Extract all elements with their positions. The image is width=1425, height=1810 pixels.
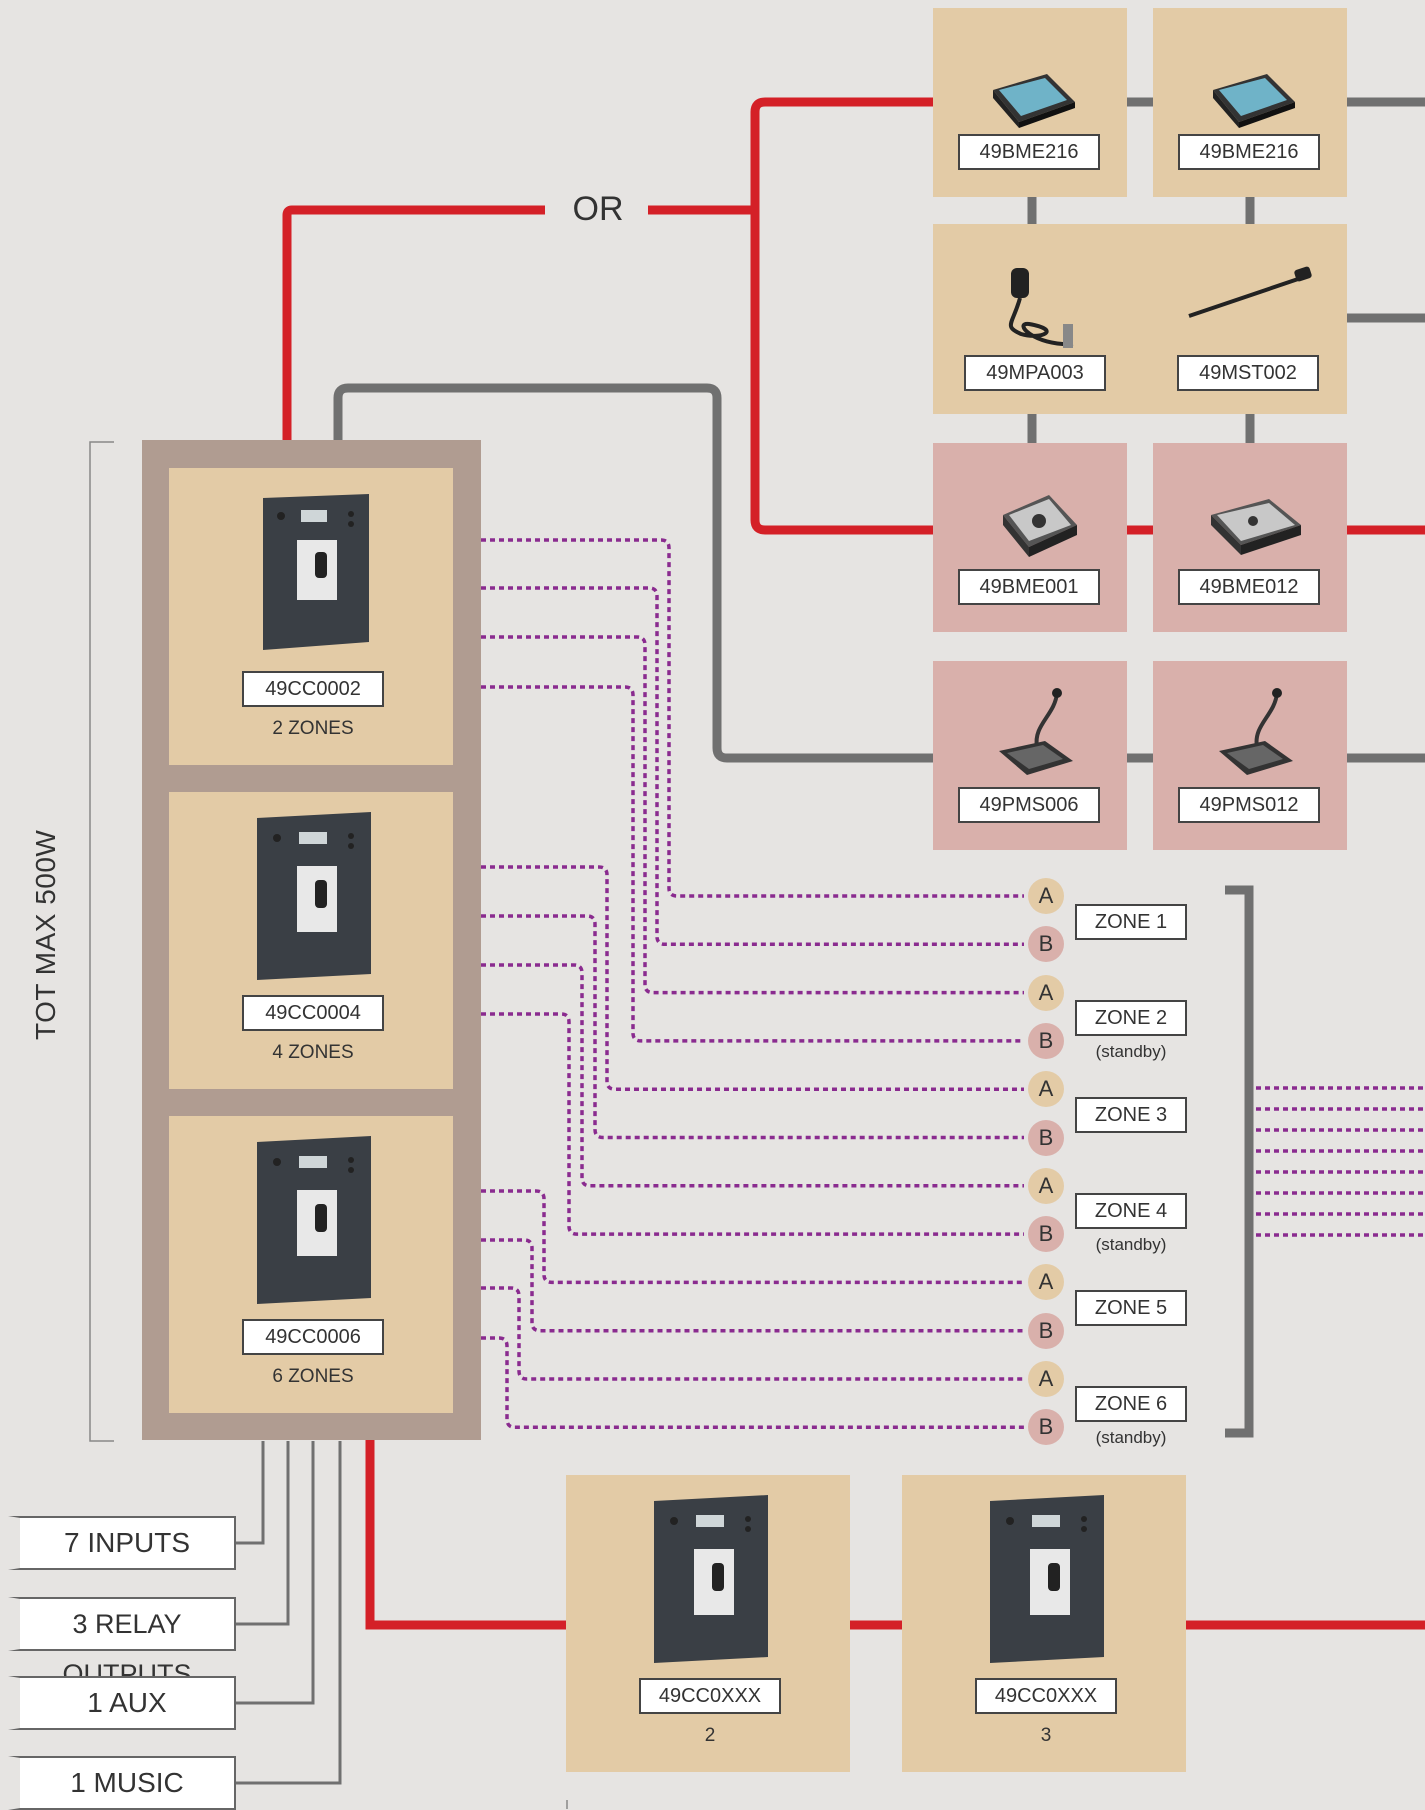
node-a: A xyxy=(1028,878,1064,914)
io-aux: 1 AUX xyxy=(8,1676,236,1730)
zone-wire xyxy=(481,1338,1024,1427)
zone-wire xyxy=(481,1288,1024,1379)
rack-code: 49CC0004 xyxy=(242,995,384,1031)
extension-unit-2: 49CC0XXX 2 xyxy=(566,1475,850,1772)
io-music: 1 MUSIC xyxy=(8,1756,236,1810)
console-code: 49BME216 xyxy=(958,134,1100,170)
zone-label: ZONE 3 xyxy=(1075,1097,1187,1133)
node-a: A xyxy=(1028,1168,1064,1204)
zone-wire xyxy=(481,1240,1024,1331)
or-label: OR xyxy=(548,190,648,229)
console-code: 49BME001 xyxy=(958,569,1100,605)
zone-label: ZONE 5 xyxy=(1075,1290,1187,1326)
rack-zones: 6 ZONES xyxy=(242,1366,384,1388)
amplifier-cabinet-icon xyxy=(251,810,381,980)
io-inputs: 7 INPUTS xyxy=(8,1516,236,1570)
extension-code: 49CC0XXX xyxy=(639,1678,781,1714)
console-panel-49bme216-b: 49BME216 xyxy=(1153,8,1347,197)
rack-unit-49cc0002: 49CC0002 2 ZONES xyxy=(169,468,453,765)
node-b: B xyxy=(1028,1313,1064,1349)
rack-power-label: TOT MAX 500W xyxy=(30,830,62,1040)
rack-code: 49CC0006 xyxy=(242,1319,384,1355)
console-panel-49bme216-a: 49BME216 xyxy=(933,8,1127,197)
extension-code: 49CC0XXX xyxy=(975,1678,1117,1714)
zone-note: (standby) xyxy=(1075,1428,1187,1448)
amplifier-cabinet-icon xyxy=(984,1493,1114,1663)
paging-code: 49PMS006 xyxy=(958,787,1100,823)
rack-code: 49CC0002 xyxy=(242,671,384,707)
extension-index: 3 xyxy=(975,1725,1117,1747)
rack-unit-49cc0006: 49CC0006 6 ZONES xyxy=(169,1116,453,1413)
node-a: A xyxy=(1028,1361,1064,1397)
zone-wire xyxy=(481,1014,1024,1234)
console-code: 49BME012 xyxy=(1178,569,1320,605)
microphone-panel: 49MPA003 49MST002 xyxy=(933,224,1347,414)
paging-panel-49pms012: 49PMS012 xyxy=(1153,661,1347,850)
rack-zones: 2 ZONES xyxy=(242,718,384,740)
console-code: 49BME216 xyxy=(1178,134,1320,170)
touch-console-icon xyxy=(1205,68,1301,128)
zone-label: ZONE 6 xyxy=(1075,1386,1187,1422)
zone-note: (standby) xyxy=(1075,1235,1187,1255)
zone-wire xyxy=(481,1191,1024,1282)
touch-console-icon xyxy=(985,68,1081,128)
amplifier-cabinet-icon xyxy=(257,492,377,652)
extension-unit-3: 49CC0XXX 3 xyxy=(902,1475,1186,1772)
gooseneck-microphone-icon xyxy=(1183,264,1313,324)
paging-microphone-icon xyxy=(993,685,1083,785)
paging-panel-49pms006: 49PMS006 xyxy=(933,661,1127,850)
desk-console-icon xyxy=(1205,493,1305,563)
io-relay-outputs: 3 RELAY OUTPUTS xyxy=(8,1597,236,1651)
console-panel-49bme012: 49BME012 xyxy=(1153,443,1347,632)
mic-code: 49MPA003 xyxy=(964,355,1106,391)
zone-wire xyxy=(481,916,1024,1138)
node-b: B xyxy=(1028,1120,1064,1156)
zone-label: ZONE 4 xyxy=(1075,1193,1187,1229)
rack-unit-49cc0004: 49CC0004 4 ZONES xyxy=(169,792,453,1089)
amplifier-cabinet-icon xyxy=(251,1134,381,1304)
node-b: B xyxy=(1028,1216,1064,1252)
zone-wire xyxy=(481,867,1024,1089)
desk-console-icon xyxy=(993,485,1083,565)
node-a: A xyxy=(1028,1071,1064,1107)
rack-zones: 4 ZONES xyxy=(242,1042,384,1064)
zone-wire xyxy=(481,965,1024,1186)
paging-code: 49PMS012 xyxy=(1178,787,1320,823)
node-a: A xyxy=(1028,975,1064,1011)
extension-index: 2 xyxy=(639,1725,781,1747)
paging-microphone-icon xyxy=(1213,685,1303,785)
zone-note: (standby) xyxy=(1075,1042,1187,1062)
console-panel-49bme001: 49BME001 xyxy=(933,443,1127,632)
amplifier-cabinet-icon xyxy=(648,1493,778,1663)
gooseneck-code: 49MST002 xyxy=(1177,355,1319,391)
zone-label: ZONE 2 xyxy=(1075,1000,1187,1036)
zone-label: ZONE 1 xyxy=(1075,904,1187,940)
node-b: B xyxy=(1028,1023,1064,1059)
